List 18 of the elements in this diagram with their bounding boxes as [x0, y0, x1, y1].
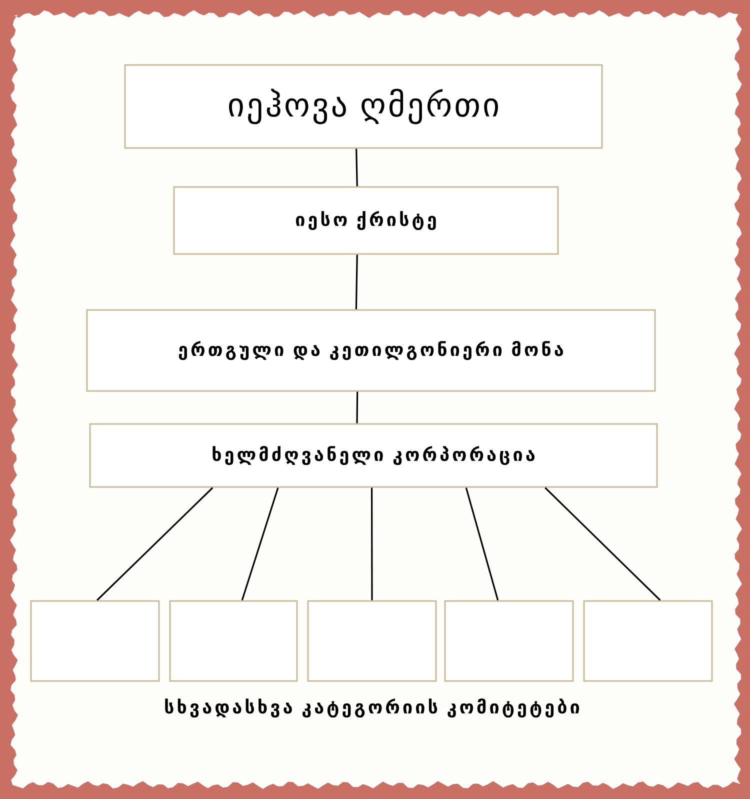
empty-box — [444, 600, 574, 682]
connector-line — [241, 488, 279, 600]
org-box: იეჰოვა ღმერთი — [124, 64, 603, 149]
connector-line — [356, 392, 358, 424]
connector-line — [356, 148, 358, 186]
org-box: ერთგული და კეთილგონიერი მონა — [86, 309, 656, 392]
connector-line — [96, 487, 214, 601]
empty-box — [30, 600, 160, 682]
empty-box — [583, 600, 713, 682]
empty-box — [307, 600, 437, 682]
connector-line — [544, 487, 661, 601]
connector-line — [371, 488, 373, 600]
org-box: ხელმძღვანელი კორპორაცია — [89, 423, 658, 488]
connector-line — [355, 254, 358, 310]
org-box: იესო ქრისტე — [173, 186, 559, 255]
connector-line — [465, 488, 499, 600]
empty-box — [169, 600, 298, 682]
group-label: სხვადასხვა კატეგორიის კომიტეტები — [165, 698, 580, 718]
